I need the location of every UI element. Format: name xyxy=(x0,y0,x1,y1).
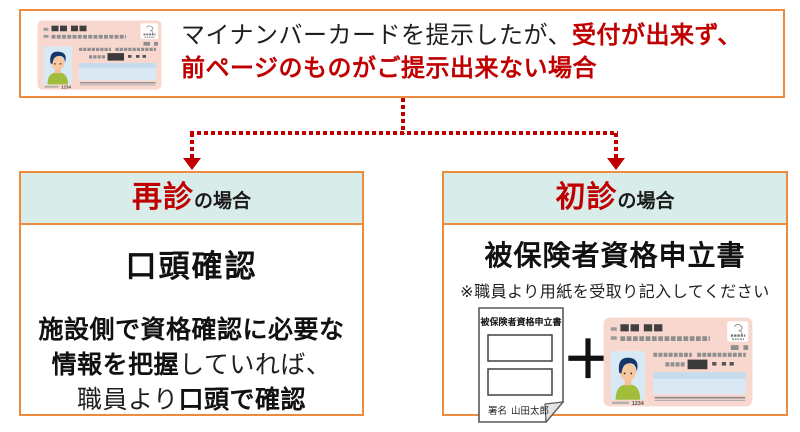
revisit-desc-line-1: 施設側で資格確認に必要な xyxy=(21,313,362,348)
revisit-line2-bold: 情報を把握 xyxy=(51,351,180,379)
form-signature-name: 山田太郎 xyxy=(511,405,549,417)
condition-text-black: マイナンバーカードを提示したが、 xyxy=(181,22,573,49)
first-visit-header: 初診の場合 xyxy=(444,173,786,225)
form-field-1 xyxy=(487,334,553,362)
flow-line-horizontal xyxy=(190,131,618,135)
flow-line-down-center xyxy=(401,98,405,134)
form-title-text: 被保険者資格申立書 xyxy=(480,316,561,327)
first-visit-case-box: 初診の場合 被保険者資格申立書 ※職員より用紙を受取り記入してください 被保険者… xyxy=(442,171,788,423)
condition-line-2: 前ページのものがご提示出来ない場合 xyxy=(181,52,771,85)
first-visit-header-emphasis: 初診 xyxy=(555,181,618,214)
revisit-header-emphasis: 再診 xyxy=(131,181,194,214)
revisit-body: 口頭確認 施設側で資格確認に必要な 情報を把握していれば、 職員より口頭で確認 xyxy=(21,241,362,432)
revisit-header-suffix: の場合 xyxy=(193,191,251,212)
revisit-line3-regular: 職員より xyxy=(76,386,179,414)
condition-text: マイナンバーカードを提示したが、受付が出来ず、 前ページのものがご提示出来ない場… xyxy=(181,19,771,85)
form-field-2 xyxy=(487,368,553,396)
condition-text-red-2: 前ページのものがご提示出来ない場合 xyxy=(181,55,598,82)
revisit-desc-line-3: 職員より口頭で確認 xyxy=(21,383,362,418)
flow-line-down-left xyxy=(190,133,194,159)
first-visit-title: 被保険者資格申立書 xyxy=(484,240,746,271)
form-signature-label: 署名 xyxy=(488,405,507,417)
first-visit-header-suffix: の場合 xyxy=(617,191,675,212)
revisit-title: 口頭確認 xyxy=(125,249,258,284)
folded-corner-icon xyxy=(544,401,564,423)
condition-box: マイナンバーカードを提示したが、受付が出来ず、 前ページのものがご提示出来ない場… xyxy=(19,9,785,98)
first-visit-figure: 被保険者資格申立書 署名 山田太郎 ＋ xyxy=(444,305,786,425)
my-number-card-illustration xyxy=(603,317,753,407)
revisit-case-box: 再診の場合 口頭確認 施設側で資格確認に必要な 情報を把握していれば、 職員より… xyxy=(19,171,364,416)
flow-line-down-right xyxy=(614,133,618,159)
revisit-description: 施設側で資格確認に必要な 情報を把握していれば、 職員より口頭で確認 xyxy=(21,313,362,418)
revisit-header: 再診の場合 xyxy=(21,173,362,225)
first-visit-body: 被保険者資格申立書 ※職員より用紙を受取り記入してください 被保険者資格申立書 … xyxy=(444,234,786,425)
revisit-line2-regular: していれば、 xyxy=(179,351,332,379)
arrowhead-left-icon xyxy=(183,158,201,170)
arrowhead-right-icon xyxy=(607,158,625,170)
revisit-line3-bold: 口頭で確認 xyxy=(178,386,307,414)
plus-sign: ＋ xyxy=(562,332,615,390)
condition-line-1: マイナンバーカードを提示したが、受付が出来ず、 xyxy=(181,19,771,52)
revisit-line1-bold: 施設側で資格確認に必要な xyxy=(38,316,345,344)
my-number-card-illustration xyxy=(37,20,162,90)
revisit-desc-line-2: 情報を把握していれば、 xyxy=(21,348,362,383)
condition-text-red-1: 受付が出来ず、 xyxy=(572,22,742,49)
first-visit-note: ※職員より用紙を受取り記入してください xyxy=(460,284,770,301)
declaration-form-illustration: 被保険者資格申立書 署名 山田太郎 xyxy=(478,307,564,423)
